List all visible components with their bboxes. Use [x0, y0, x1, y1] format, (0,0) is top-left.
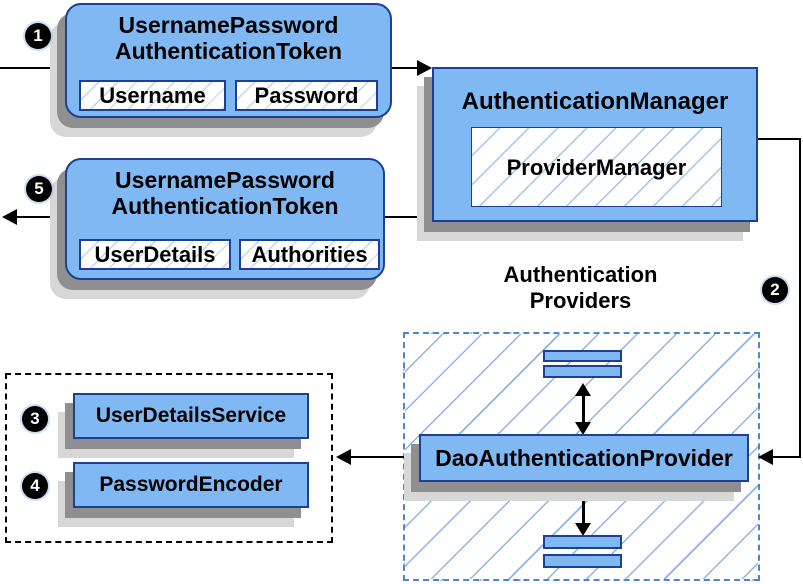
provider-manager-box: ProviderManager	[471, 127, 722, 207]
double-arrow-bottom-shaft	[581, 496, 585, 526]
outgoing-response-line	[15, 216, 65, 218]
manager-to-dao-line-top	[758, 138, 801, 140]
userdetailsservice-node: UserDetailsService	[73, 393, 309, 439]
provider-stack-top-bar-1	[543, 350, 622, 362]
arrowhead-left-out-icon	[2, 209, 17, 225]
userdetails-field: UserDetails	[79, 239, 231, 270]
request-token-node: UsernamePassword AuthenticationToken Use…	[65, 3, 392, 118]
manager-to-dao-line-vertical	[799, 138, 801, 458]
step-1-badge: 1	[25, 23, 51, 49]
dao-to-services-line	[350, 456, 419, 458]
arrowhead-up-icon	[575, 383, 591, 396]
request-token-title-line1: UsernamePassword	[118, 12, 339, 38]
username-field: Username	[79, 80, 226, 111]
request-token-title-line2: AuthenticationToken	[114, 38, 342, 64]
provider-stack-bottom-bar-2	[543, 554, 622, 568]
response-token-title-line1: UsernamePassword	[115, 167, 335, 193]
step-4-badge: 4	[22, 473, 48, 499]
response-token-title: UsernamePassword AuthenticationToken	[67, 160, 383, 219]
double-arrow-bottom	[575, 486, 591, 536]
response-token-title-line2: AuthenticationToken	[111, 193, 339, 219]
authentication-providers-label-line2: Providers	[529, 288, 632, 313]
response-token-node: UsernamePassword AuthenticationToken Use…	[65, 158, 385, 280]
password-field: Password	[235, 80, 378, 111]
arrowhead-up-icon	[575, 486, 591, 499]
provider-stack-top-bar-2	[543, 365, 622, 378]
arrowhead-down-icon	[575, 422, 591, 435]
double-arrow-top	[575, 383, 591, 435]
passwordencoder-node: PasswordEncoder	[73, 462, 309, 508]
authorities-field: Authorities	[239, 239, 380, 270]
authentication-providers-label-line1: Authentication	[503, 262, 658, 287]
authentication-manager-node: AuthenticationManager ProviderManager	[432, 67, 758, 222]
request-token-title: UsernamePassword AuthenticationToken	[67, 5, 390, 64]
arrowhead-left-into-services-icon	[336, 449, 351, 465]
services-boundary-box	[5, 373, 333, 543]
arrowhead-down-icon	[575, 523, 591, 536]
double-arrow-top-shaft	[581, 393, 585, 425]
authentication-manager-title: AuthenticationManager	[461, 88, 729, 115]
arrowhead-left-into-dao-icon	[758, 449, 773, 465]
arrowhead-right-icon	[417, 60, 432, 76]
incoming-request-line	[0, 67, 65, 69]
provider-stack-bottom-bar-1	[543, 535, 622, 549]
manager-to-dao-line-bottom	[771, 456, 801, 458]
dao-authentication-provider-node: DaoAuthenticationProvider	[419, 434, 749, 482]
authentication-providers-label: Authentication Providers	[428, 262, 733, 314]
manager-to-response-token-line	[383, 216, 432, 218]
token-to-manager-line	[392, 67, 417, 69]
step-3-badge: 3	[22, 406, 48, 432]
step-5-badge: 5	[26, 176, 52, 202]
step-2-badge: 2	[762, 277, 788, 303]
